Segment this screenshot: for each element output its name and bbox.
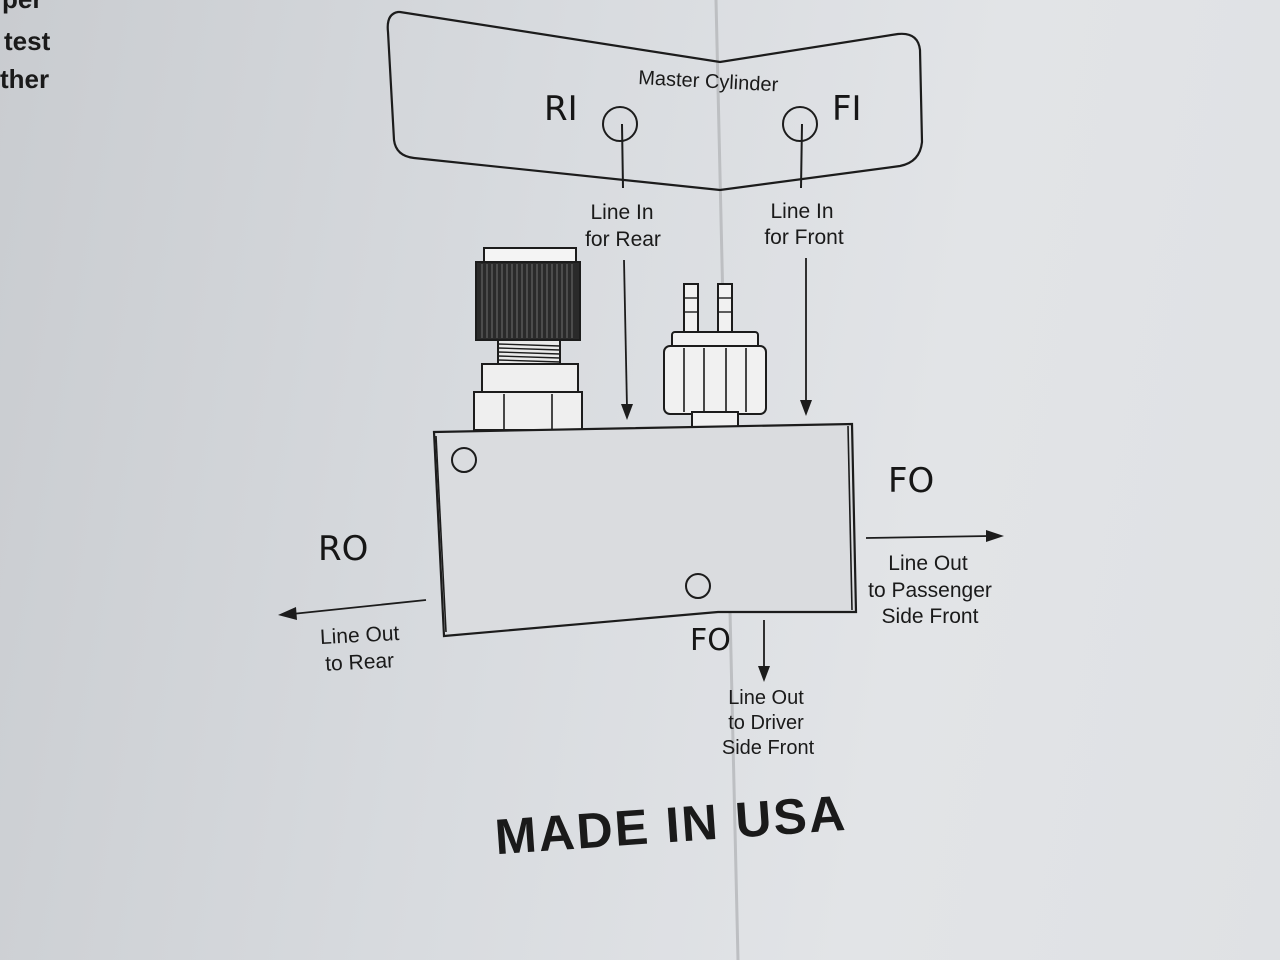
thread-line: [497, 347, 561, 351]
knob-nut: [481, 363, 579, 395]
mounting-hole-lower: [685, 573, 711, 599]
front-out-driver-line: Side Front: [722, 737, 815, 759]
front-out-passenger-line: Side Front: [882, 605, 979, 628]
master-cylinder-title: Master Cylinder: [638, 67, 779, 96]
front-out-driver: FO Line Out to Driver Side Front: [690, 620, 815, 759]
corner-text-line: test: [4, 26, 51, 56]
switch-terminal-left: [683, 283, 699, 335]
thread-lines: [497, 343, 561, 363]
thread-line: [497, 359, 561, 363]
thread-line: [497, 343, 561, 347]
knob-base-hex: [473, 391, 583, 431]
front-out-passenger-line: to Passenger: [868, 579, 992, 602]
line-in-rear-line: for Rear: [585, 228, 661, 251]
front-out-passenger-code: FO: [888, 461, 934, 501]
front-inlet-tick: [800, 123, 803, 189]
rear-out-code: RO: [318, 529, 368, 569]
line-in-front-label: Line In for Front: [764, 200, 844, 249]
rear-inlet-arrow: [621, 259, 633, 420]
rear-out: RO Line Out to Rear: [278, 529, 427, 676]
front-inlet-port: [782, 106, 818, 142]
rear-inlet-port: [602, 106, 638, 142]
rear-out-line: to Rear: [325, 649, 395, 676]
front-inlet-arrow: [800, 258, 812, 416]
corner-text: per test ther: [0, 0, 51, 94]
front-inlet-code: FI: [832, 89, 862, 129]
made-in-usa-mark: MADE IN USA: [493, 785, 849, 865]
valve-body-outline: [432, 422, 858, 638]
rear-out-line: Line Out: [319, 622, 400, 649]
valve-body: [432, 422, 858, 638]
thread-line: [497, 351, 561, 355]
line-in-front-line: Line In: [770, 200, 833, 223]
switch-body: [663, 345, 767, 415]
line-in-rear-line: Line In: [590, 201, 653, 224]
master-cylinder: Master Cylinder RI FI: [386, 10, 924, 192]
adjuster-knob-assembly: [473, 247, 583, 431]
corner-text-line: ther: [0, 64, 49, 94]
line-in-front-line: for Front: [764, 226, 844, 249]
mounting-hole-upper: [451, 447, 477, 473]
corner-text-line: per: [2, 0, 42, 14]
front-out-driver-line: to Driver: [728, 712, 804, 734]
front-out-passenger-line: Line Out: [888, 552, 968, 575]
rear-inlet-code: RI: [544, 89, 578, 129]
line-in-rear-label: Line In for Rear: [585, 201, 661, 251]
front-out-passenger: FO Line Out to Passenger Side Front: [865, 461, 1004, 628]
brake-switch-assembly: [663, 283, 767, 431]
thread-line: [497, 355, 561, 359]
switch-terminal-right: [717, 283, 733, 335]
rear-inlet-tick: [621, 123, 624, 189]
master-cylinder-outline: [386, 10, 924, 192]
front-out-driver-line: Line Out: [728, 687, 804, 709]
front-out-driver-code: FO: [690, 623, 731, 658]
knob-ridges: [481, 264, 573, 338]
